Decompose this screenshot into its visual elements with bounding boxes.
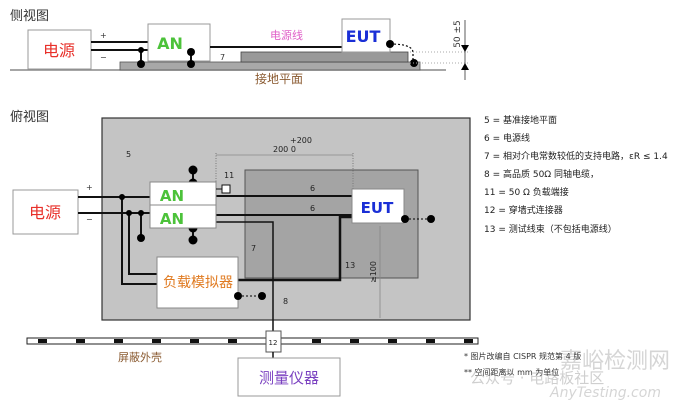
support-7: [240, 51, 409, 63]
side-an-label: AN: [157, 34, 183, 53]
top-power-supply-box: [12, 189, 79, 235]
side-plus: +: [100, 31, 107, 40]
measuring-instrument-label: 测量仪器: [259, 369, 319, 387]
legend-item: 12 = 穿墙式连接器: [484, 204, 563, 216]
legend: 5 = 基准接地平面 6 = 电源线 7 = 相对介电常数较低的支持电路，εR …: [484, 114, 668, 235]
side-an-box: [147, 23, 211, 62]
top-plus: +: [86, 183, 93, 192]
label-5: 5: [126, 150, 131, 159]
label-6: 6: [310, 184, 315, 193]
watermark-main: 嘉峪检测网: [560, 349, 670, 374]
load-termination-11: [221, 184, 231, 194]
footnote-1: * 图片改编自 CISPR 规范第 4 版: [464, 351, 581, 361]
top-power-supply-label: 电源: [29, 203, 61, 222]
side-eut-box: [341, 18, 391, 53]
label-11: 11: [224, 171, 234, 180]
load-simulator-box: [156, 256, 239, 309]
ground-plane-label: 接地平面: [255, 71, 303, 86]
top-eut-box: [351, 188, 405, 224]
legend-item: 11 = 50 Ω 负载端接: [484, 186, 569, 198]
label-7: 7: [251, 244, 256, 253]
side-view-title: 侧视图: [10, 9, 49, 24]
side-power-supply-label: 电源: [43, 41, 75, 60]
shield-label: 屏蔽外壳: [118, 350, 162, 364]
watermark-sub: 公众号 · 电路板社区: [470, 369, 604, 387]
measuring-instrument-box: [237, 357, 341, 397]
label-8: 8: [283, 297, 288, 306]
coax-cable-8: [216, 221, 274, 332]
footnote-2: ** 空间距离以 mm 为单位: [464, 367, 559, 377]
side-label-7: 7: [220, 53, 225, 62]
shielded-enclosure-wall: [26, 337, 479, 345]
an-2-label: AN: [160, 210, 184, 228]
side-minus: −: [100, 53, 107, 62]
side-power-cable-label: 电源线: [270, 28, 303, 42]
label-6b: 6: [310, 204, 315, 213]
legend-item: 7 = 相对介电常数较低的支持电路，εR ≤ 1.4: [484, 150, 668, 162]
label-12: 12: [269, 339, 278, 347]
an-1-label: AN: [160, 187, 184, 205]
ground-plane: [119, 61, 421, 71]
label-13: 13: [345, 261, 355, 270]
dim-min-100: ≥100: [369, 261, 378, 283]
legend-item: 13 = 测试线束（不包括电源线）: [484, 223, 617, 235]
watermark-url: AnyTesting.com: [549, 385, 661, 401]
side-height-dimension: 50 ±5: [453, 20, 463, 48]
dim-200: 200 0: [273, 145, 296, 154]
an-2-box: [149, 204, 217, 229]
legend-item: 8 = 高品质 50Ω 同轴电缆，: [484, 168, 599, 180]
top-view-title: 俯视图: [10, 109, 49, 125]
dim-plus-200: +200: [290, 136, 312, 145]
top-minus: −: [86, 215, 93, 224]
legend-item: 6 = 电源线: [484, 132, 530, 144]
legend-item: 5 = 基准接地平面: [484, 114, 557, 126]
top-eut-label: EUT: [361, 199, 394, 217]
load-simulator-label: 负载模拟器: [163, 275, 233, 291]
support-plate: [244, 169, 419, 279]
side-eut-label: EUT: [346, 27, 381, 46]
